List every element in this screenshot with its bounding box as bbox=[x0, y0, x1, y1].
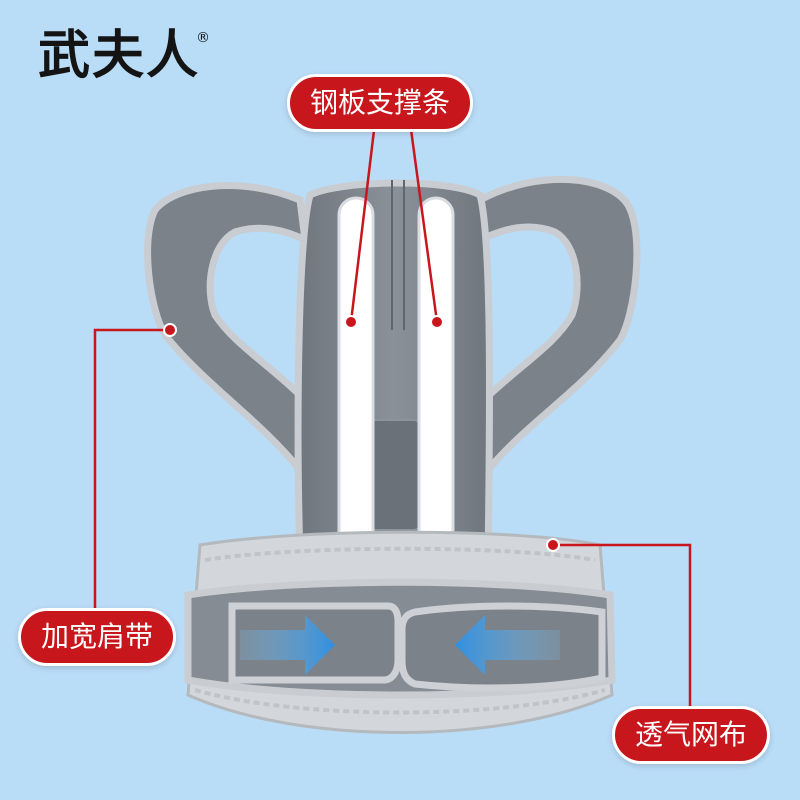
registered-mark: ® bbox=[196, 30, 210, 46]
left-shoulder-strap bbox=[144, 182, 310, 480]
left-steel-stay bbox=[337, 196, 375, 578]
brand-logo: 武夫人 bbox=[38, 26, 201, 86]
wide-shoulder-strap-label: 加宽肩带 bbox=[18, 608, 177, 666]
tighten-arrow-left-icon bbox=[455, 615, 560, 675]
center-patch bbox=[367, 419, 421, 531]
right-shoulder-strap bbox=[476, 175, 641, 479]
back-panel bbox=[294, 179, 494, 564]
breathable-mesh-label: 透气网布 bbox=[612, 706, 771, 764]
callout-lines bbox=[93, 121, 692, 710]
right-steel-stay bbox=[417, 196, 455, 578]
tighten-arrow-right-icon bbox=[240, 615, 335, 675]
callout-dots bbox=[163, 315, 560, 552]
waist-belt bbox=[184, 578, 616, 699]
steel-support-label: 钢板支撑条 bbox=[287, 74, 474, 132]
